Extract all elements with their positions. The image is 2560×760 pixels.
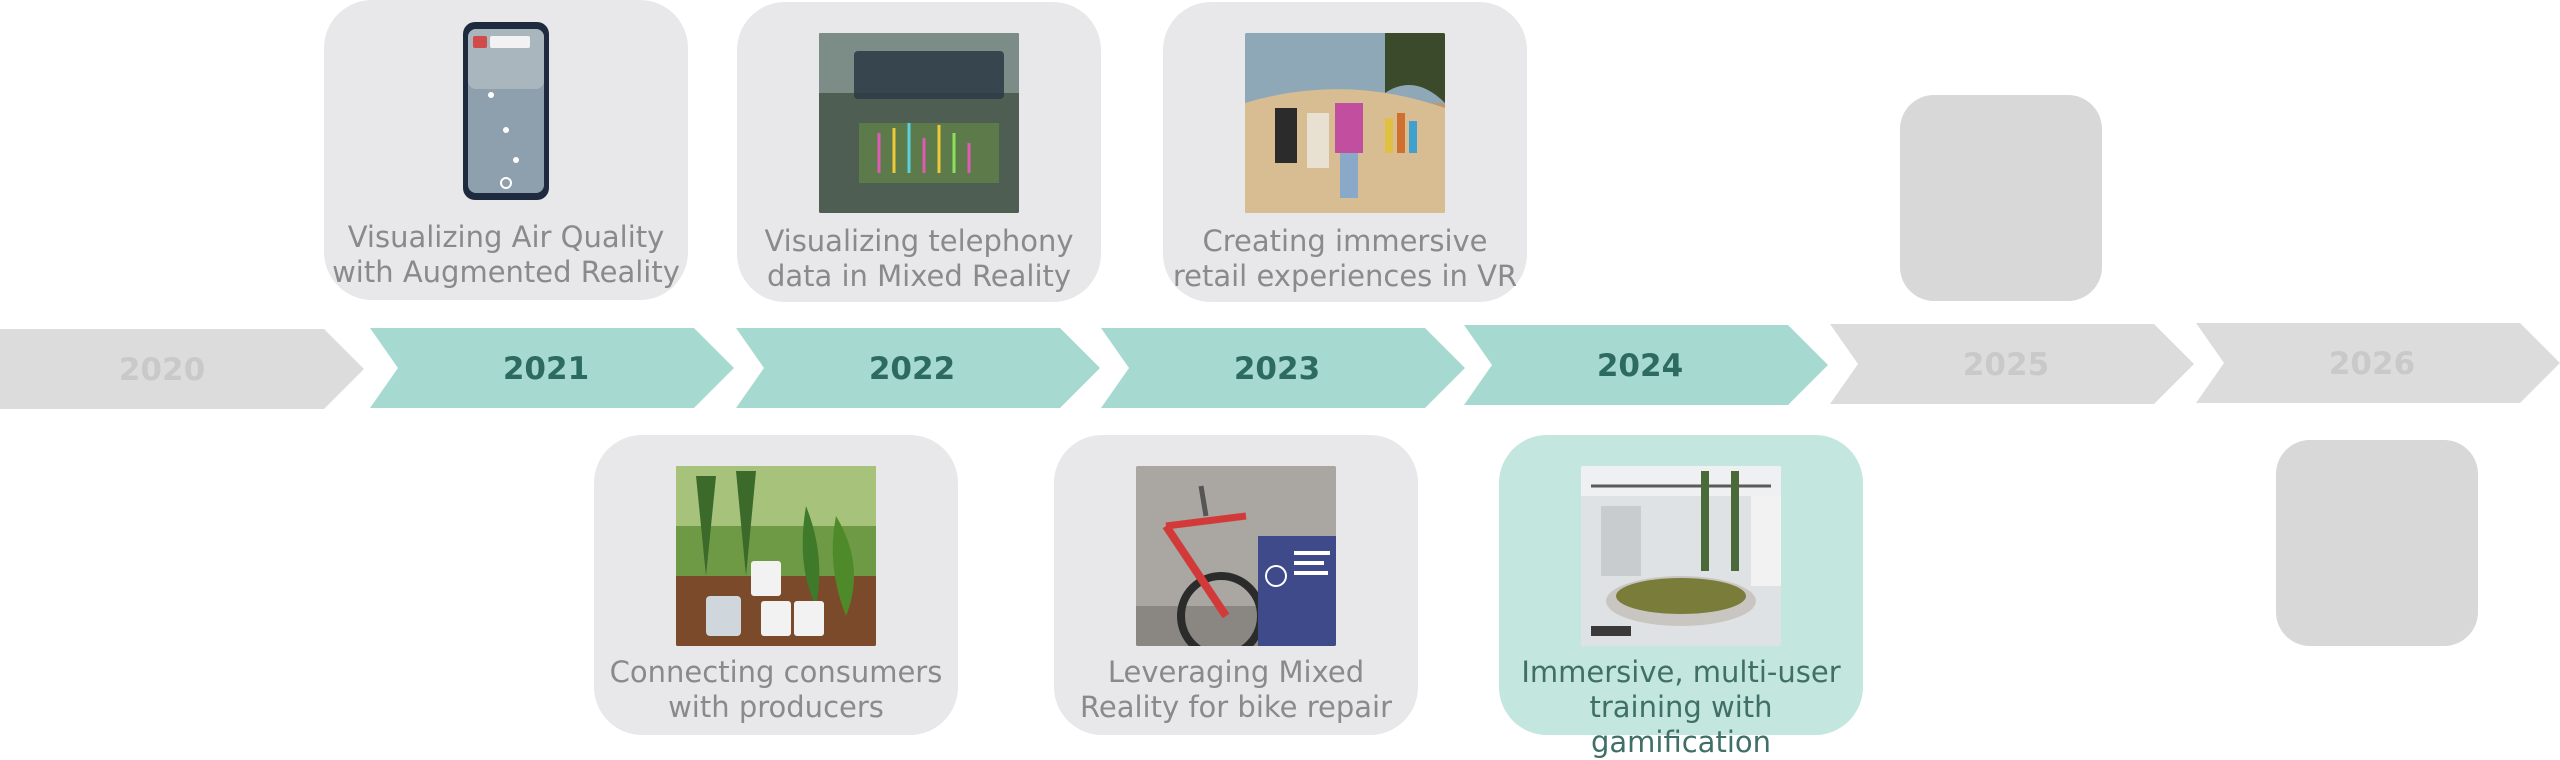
project-card-telephony[interactable]: Visualizing telephony data in Mixed Real… [737, 2, 1101, 302]
year-arrow-2024 [1464, 325, 1828, 405]
caption-training: Immersive, multi-user training with gami… [1521, 655, 1841, 759]
telephony-mr-thumbnail [819, 33, 1019, 213]
year-label-2020: 2020 [119, 352, 205, 388]
year-label-2025: 2025 [1963, 347, 2049, 383]
year-arrow-2025 [1830, 324, 2194, 404]
caption-air-quality: Visualizing Air Quality with Augmented R… [332, 220, 680, 289]
project-card-retail[interactable]: Creating immersive retail experiences in… [1163, 2, 1527, 302]
caption-retail: Creating immersive retail experiences in… [1172, 224, 1518, 293]
project-card-bike[interactable]: Leveraging Mixed Reality for bike repair [1054, 435, 1418, 735]
year-label-2021: 2021 [503, 351, 589, 387]
project-card-training[interactable]: Immersive, multi-user training with gami… [1499, 435, 1863, 759]
project-card-consumers[interactable]: Connecting consumers with producers [594, 435, 958, 735]
year-label-2026: 2026 [2329, 346, 2415, 382]
retail-vr-thumbnail [1245, 33, 1445, 213]
placeholder-card-2026 [2276, 440, 2478, 646]
placeholder-card-2025 [1900, 95, 2102, 301]
year-arrow-2026 [2196, 323, 2560, 403]
project-card-air-quality[interactable]: Visualizing Air Quality with Augmented R… [324, 0, 688, 300]
year-arrow-2021 [370, 328, 734, 408]
phone-ar-thumbnail [461, 20, 551, 202]
training-vr-thumbnail [1581, 466, 1781, 646]
year-label-2024: 2024 [1597, 348, 1683, 384]
caption-consumers: Connecting consumers with producers [609, 655, 943, 724]
year-arrow-2020 [0, 329, 364, 409]
year-arrow-2022 [736, 328, 1100, 408]
year-label-2023: 2023 [1234, 351, 1320, 387]
year-arrow-2023 [1101, 328, 1465, 408]
bike-repair-thumbnail [1136, 466, 1336, 646]
farming-vr-thumbnail [676, 466, 876, 646]
caption-bike: Leveraging Mixed Reality for bike repair [1080, 655, 1392, 724]
year-label-2022: 2022 [869, 351, 955, 387]
caption-telephony: Visualizing telephony data in Mixed Real… [764, 224, 1074, 293]
